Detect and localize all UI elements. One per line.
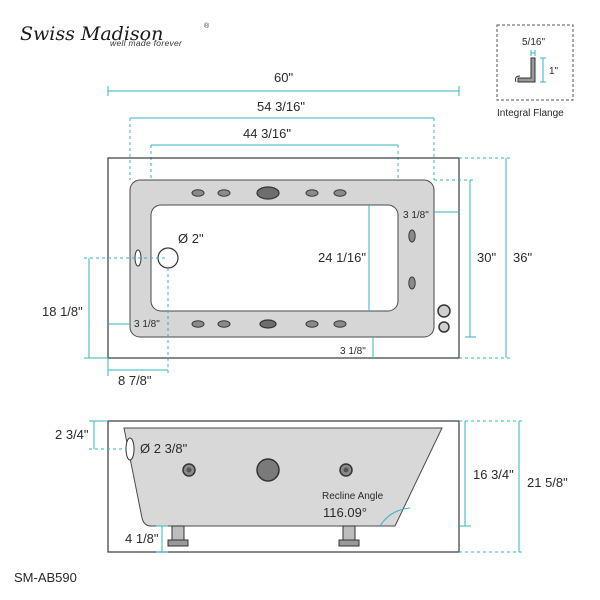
registered-mark: ®	[204, 22, 210, 30]
large-jet-icon	[256, 186, 280, 200]
dim-rim-width: 30"	[477, 250, 496, 265]
dim-rim-length: 54 3/16"	[257, 99, 305, 114]
tub-outer-side	[107, 420, 460, 553]
leg-icon	[171, 525, 185, 541]
dim-basin-width: 24 1/16"	[318, 250, 366, 265]
jet-icon	[408, 276, 416, 290]
flange-title: Integral Flange	[497, 108, 564, 119]
jet-icon	[408, 229, 416, 243]
dim-basin-length: 44 3/16"	[243, 126, 291, 141]
recline-value: 116.09°	[323, 505, 367, 520]
jet-icon	[191, 320, 205, 328]
drain-icon	[157, 247, 179, 269]
flange-thickness: 5/16"	[522, 37, 545, 48]
recline-label: Recline Angle	[322, 491, 384, 502]
dim-rim-right: 3 1/8"	[403, 210, 429, 221]
jet-icon	[305, 189, 319, 197]
brand-tagline: well made forever	[110, 38, 183, 48]
side-view: Recline Angle 116.09° Ø 2 3/8" 2 3/4" 16…	[55, 420, 568, 553]
leg-icon	[342, 525, 356, 541]
flange-profile-icon	[517, 57, 536, 83]
jet-icon	[191, 189, 205, 197]
dim-overall-length: 60"	[274, 70, 293, 85]
dim-rim-front: 3 1/8"	[340, 346, 366, 357]
brand-name: Swiss Madison	[20, 23, 163, 45]
jet-icon	[217, 189, 231, 197]
jet-icon	[333, 189, 347, 197]
dim-drain-diameter: Ø 2"	[178, 231, 204, 246]
flange-box	[496, 24, 574, 101]
integral-flange-detail: 5/16" 1" Integral Flange	[496, 24, 574, 119]
large-jet-icon	[256, 458, 280, 482]
jet-icon	[217, 320, 231, 328]
model-number: SM-AB590	[14, 570, 77, 585]
brand-logo: Swiss Madison ® well made forever	[20, 22, 210, 48]
control-button-icon	[437, 304, 451, 318]
tub-side-body	[123, 427, 443, 527]
dim-tub-depth: 16 3/4"	[473, 467, 514, 482]
dim-top-offset: 2 3/4"	[55, 427, 89, 442]
dim-overall-width: 36"	[513, 250, 532, 265]
dim-overflow-diameter: Ø 2 3/8"	[140, 441, 188, 456]
control-button-icon	[438, 321, 450, 333]
jet-icon	[333, 320, 347, 328]
overflow-icon	[125, 437, 135, 461]
top-view: 60" 54 3/16" 44 3/16"	[42, 70, 532, 388]
dim-drain-offset: 8 7/8"	[118, 373, 152, 388]
recline-angle-arc	[379, 507, 411, 527]
dim-rim-left: 3 1/8"	[134, 319, 160, 330]
flange-height: 1"	[549, 66, 559, 77]
dim-drain-height: 18 1/8"	[42, 304, 83, 319]
dim-overall-height: 21 5/8"	[527, 475, 568, 490]
dim-leg-height: 4 1/8"	[125, 531, 159, 546]
jet-icon	[259, 319, 277, 329]
jet-icon	[305, 320, 319, 328]
